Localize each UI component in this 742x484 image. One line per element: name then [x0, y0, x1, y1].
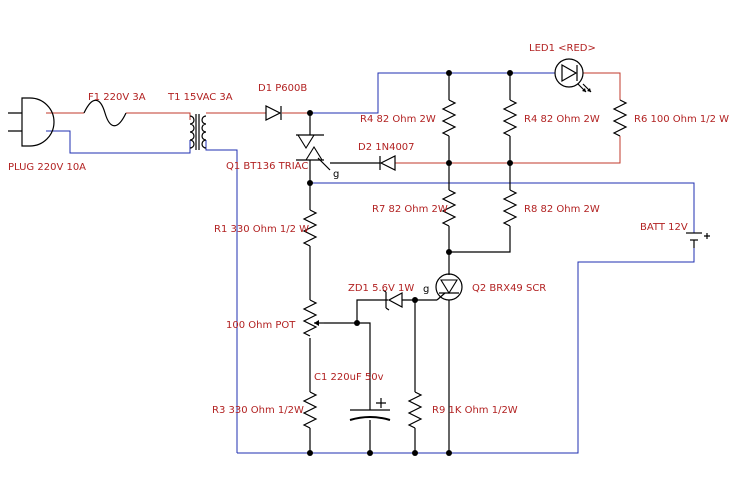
resistor-r9-symbol — [407, 391, 423, 429]
junctions — [307, 70, 513, 456]
label-r4b: R4 82 Ohm 2W — [524, 114, 600, 125]
label-triac: Q1 BT136 TRIAC — [226, 161, 308, 172]
label-triac-gate: g — [333, 169, 339, 180]
fuse-symbol — [83, 99, 127, 127]
label-r9: R9 1K Ohm 1/2W — [432, 405, 518, 416]
wire-r8 — [449, 163, 511, 253]
plug-symbol — [8, 97, 55, 147]
resistor-r1-symbol — [302, 209, 318, 247]
junction — [412, 297, 418, 303]
wire-d2-bus — [395, 136, 621, 164]
potentiometer-symbol — [302, 299, 324, 337]
labels: PLUG 220V 10A F1 220V 3A T1 15VAC 3A D1 … — [8, 43, 729, 416]
junction — [307, 110, 313, 116]
junction — [507, 160, 513, 166]
label-led: LED1 <RED> — [529, 43, 596, 54]
diode-d2-symbol — [379, 155, 396, 171]
junction — [507, 70, 513, 76]
wire-led-r6 — [583, 72, 621, 100]
led-symbol — [554, 58, 592, 93]
wire-sec-return — [205, 140, 238, 453]
diode-d1-symbol — [265, 105, 282, 121]
resistor-r4a-symbol — [441, 99, 457, 137]
junction — [446, 249, 452, 255]
junction — [446, 450, 452, 456]
label-r6: R6 100 Ohm 1/2 W — [634, 114, 729, 125]
wire-top-bus — [310, 72, 555, 114]
label-battery: BATT 12V — [640, 222, 688, 233]
label-cap: C1 220uF 50v — [314, 372, 384, 383]
junction — [367, 450, 373, 456]
wire-plug-return — [46, 130, 191, 154]
label-transformer: T1 15VAC 3A — [167, 92, 233, 103]
junction — [307, 450, 313, 456]
wire-pot-wiper — [324, 322, 371, 410]
junction — [412, 450, 418, 456]
label-pot: 100 Ohm POT — [226, 320, 296, 331]
zener-zd1-symbol — [382, 289, 403, 311]
transformer-symbol — [189, 114, 207, 150]
resistor-r4b-symbol — [502, 99, 518, 137]
junction — [354, 320, 360, 326]
junction — [446, 70, 452, 76]
scr-q2-symbol — [435, 273, 463, 301]
resistor-r6-symbol — [612, 99, 628, 137]
label-scr: Q2 BRX49 SCR — [472, 283, 546, 294]
label-r3: R3 330 Ohm 1/2W — [212, 405, 304, 416]
wire-zener — [356, 299, 437, 323]
label-d2: D2 1N4007 — [358, 142, 415, 153]
label-d1: D1 P600B — [258, 83, 307, 94]
capacitor-c1-symbol — [349, 398, 391, 421]
label-r1: R1 330 Ohm 1/2 W — [214, 224, 309, 235]
junction — [446, 160, 452, 166]
battery-symbol — [686, 232, 710, 248]
label-scr-gate: g — [423, 284, 429, 295]
wire-ground-bus — [237, 248, 695, 454]
junction — [307, 180, 313, 186]
label-fuse: F1 220V 3A — [88, 92, 146, 103]
label-zener: ZD1 5.6V 1W — [348, 283, 414, 294]
label-r7: R7 82 Ohm 2W — [372, 204, 448, 215]
label-plug: PLUG 220V 10A — [8, 162, 86, 173]
wire-fuse-transformer — [126, 112, 191, 120]
wires — [46, 72, 695, 454]
resistor-r8-symbol — [502, 189, 518, 227]
resistor-r3-symbol — [302, 391, 318, 429]
label-r8: R8 82 Ohm 2W — [524, 204, 600, 215]
resistor-r7-symbol — [441, 189, 457, 227]
wire-triac-battery — [310, 182, 695, 233]
resistors — [302, 99, 628, 429]
triac-q1-symbol — [296, 134, 324, 161]
label-r4a: R4 82 Ohm 2W — [360, 114, 436, 125]
